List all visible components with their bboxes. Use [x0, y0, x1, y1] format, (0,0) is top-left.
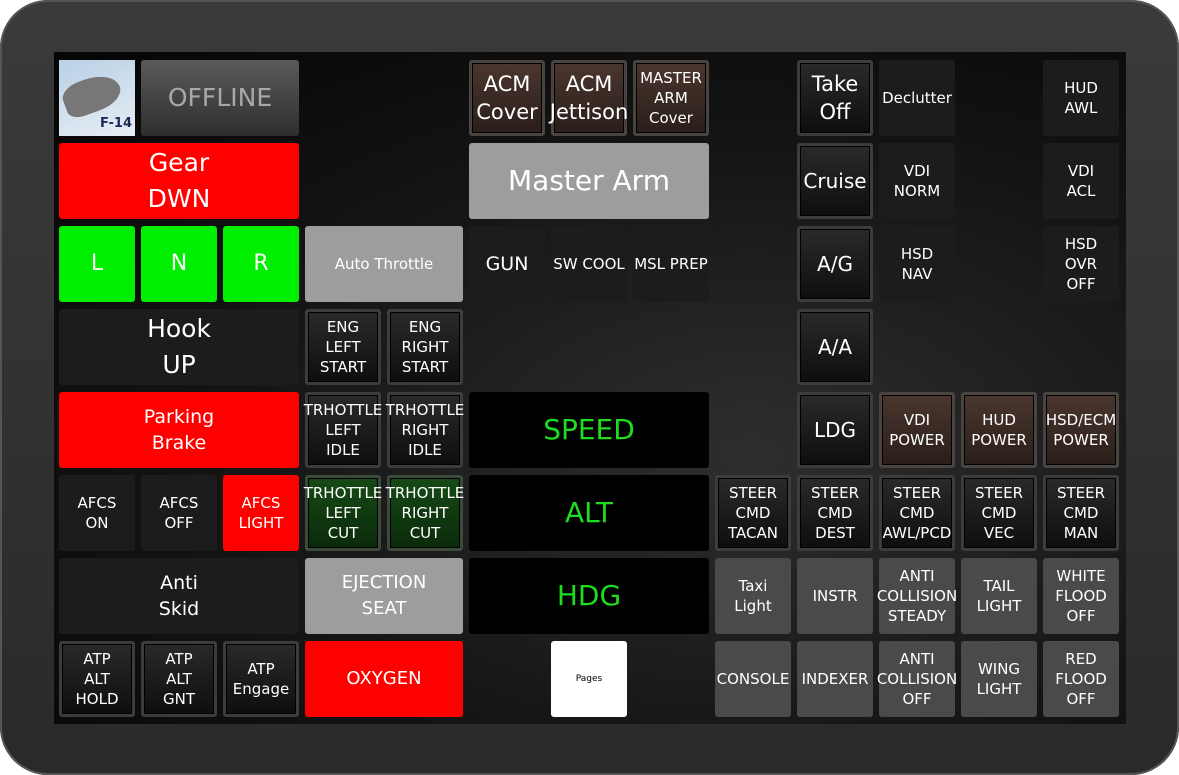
- sw-cool-button[interactable]: SW COOL: [551, 226, 627, 302]
- indexer-button[interactable]: INDEXER: [797, 641, 873, 717]
- wing-light-button[interactable]: WING LIGHT: [961, 641, 1037, 717]
- throttle-left-idle-button[interactable]: TRHOTTLE LEFT IDLE: [304, 392, 382, 468]
- aa-button[interactable]: A/A: [797, 309, 873, 385]
- acm-cover-button[interactable]: ACM Cover: [469, 60, 545, 136]
- logo-text: F-14: [100, 116, 132, 131]
- msl-prep-button[interactable]: MSL PREP: [633, 226, 709, 302]
- alt-display[interactable]: ALT: [469, 475, 709, 551]
- eng-right-start-button[interactable]: ENG RIGHT START: [387, 309, 463, 385]
- afcs-light-button[interactable]: AFCS LIGHT: [223, 475, 299, 551]
- speed-display[interactable]: SPEED: [469, 392, 709, 468]
- acm-jettison-button[interactable]: ACM Jettison: [550, 60, 628, 136]
- afcs-off-button[interactable]: AFCS OFF: [141, 475, 217, 551]
- afcs-on-button[interactable]: AFCS ON: [59, 475, 135, 551]
- parking-brake-button[interactable]: Parking Brake: [59, 392, 299, 468]
- master-arm-cover-button[interactable]: MASTER ARM Cover: [633, 60, 709, 136]
- vdi-acl-button[interactable]: VDI ACL: [1043, 143, 1119, 219]
- atp-engage-button[interactable]: ATP Engage: [223, 641, 299, 717]
- atp-alt-gnt-button[interactable]: ATP ALT GNT: [141, 641, 217, 717]
- ag-button[interactable]: A/G: [797, 226, 873, 302]
- hook-button[interactable]: Hook UP: [59, 309, 299, 385]
- pages-button[interactable]: Pages: [551, 641, 627, 717]
- atp-alt-hold-button[interactable]: ATP ALT HOLD: [59, 641, 135, 717]
- steer-cmd-awl-pcd-button[interactable]: STEER CMD AWL/PCD: [879, 475, 955, 551]
- hsd-ecm-power-button[interactable]: HSD/ECM POWER: [1043, 392, 1119, 468]
- tail-light-button[interactable]: TAIL LIGHT: [961, 558, 1037, 634]
- takeoff-button[interactable]: Take Off: [797, 60, 873, 136]
- gun-button[interactable]: GUN: [469, 226, 545, 302]
- oxygen-button[interactable]: OXYGEN: [305, 641, 463, 717]
- hsd-ovr-off-button[interactable]: HSD OVR OFF: [1043, 226, 1119, 302]
- hud-power-button[interactable]: HUD POWER: [961, 392, 1037, 468]
- anti-skid-button[interactable]: Anti Skid: [59, 558, 299, 634]
- button-panel: F-14 OFFLINE ACM Cover ACM Jettison MAST…: [54, 52, 1126, 724]
- steer-cmd-vec-button[interactable]: STEER CMD VEC: [961, 475, 1037, 551]
- console-button[interactable]: CONSOLE: [715, 641, 791, 717]
- steer-cmd-dest-button[interactable]: STEER CMD DEST: [797, 475, 873, 551]
- declutter-button[interactable]: Declutter: [879, 60, 955, 136]
- eng-left-start-button[interactable]: ENG LEFT START: [305, 309, 381, 385]
- taxi-light-button[interactable]: Taxi Light: [715, 558, 791, 634]
- vdi-norm-button[interactable]: VDI NORM: [879, 143, 955, 219]
- auto-throttle-button[interactable]: Auto Throttle: [305, 226, 463, 302]
- steer-cmd-tacan-button[interactable]: STEER CMD TACAN: [715, 475, 791, 551]
- instr-button[interactable]: INSTR: [797, 558, 873, 634]
- throttle-right-idle-button[interactable]: TRHOTTLE RIGHT IDLE: [386, 392, 464, 468]
- gear-nose-indicator[interactable]: N: [141, 226, 217, 302]
- vdi-power-button[interactable]: VDI POWER: [879, 392, 955, 468]
- master-arm-button[interactable]: Master Arm: [469, 143, 709, 219]
- gear-right-indicator[interactable]: R: [223, 226, 299, 302]
- anti-collision-off-button[interactable]: ANTI COLLISION OFF: [877, 641, 957, 717]
- hdg-display[interactable]: HDG: [469, 558, 709, 634]
- ejection-seat-button[interactable]: EJECTION SEAT: [305, 558, 463, 634]
- red-flood-off-button[interactable]: RED FLOOD OFF: [1043, 641, 1119, 717]
- status-offline: OFFLINE: [141, 60, 299, 136]
- throttle-right-cut-button[interactable]: TRHOTTLE RIGHT CUT: [386, 475, 464, 551]
- steer-cmd-man-button[interactable]: STEER CMD MAN: [1043, 475, 1119, 551]
- gear-left-indicator[interactable]: L: [59, 226, 135, 302]
- anti-collision-steady-button[interactable]: ANTI COLLISION STEADY: [877, 558, 957, 634]
- f14-logo[interactable]: F-14: [59, 60, 135, 136]
- gear-button[interactable]: Gear DWN: [59, 143, 299, 219]
- hud-awl-button[interactable]: HUD AWL: [1043, 60, 1119, 136]
- cruise-button[interactable]: Cruise: [797, 143, 873, 219]
- white-flood-off-button[interactable]: WHITE FLOOD OFF: [1043, 558, 1119, 634]
- hsd-nav-button[interactable]: HSD NAV: [879, 226, 955, 302]
- throttle-left-cut-button[interactable]: TRHOTTLE LEFT CUT: [304, 475, 382, 551]
- ldg-button[interactable]: LDG: [797, 392, 873, 468]
